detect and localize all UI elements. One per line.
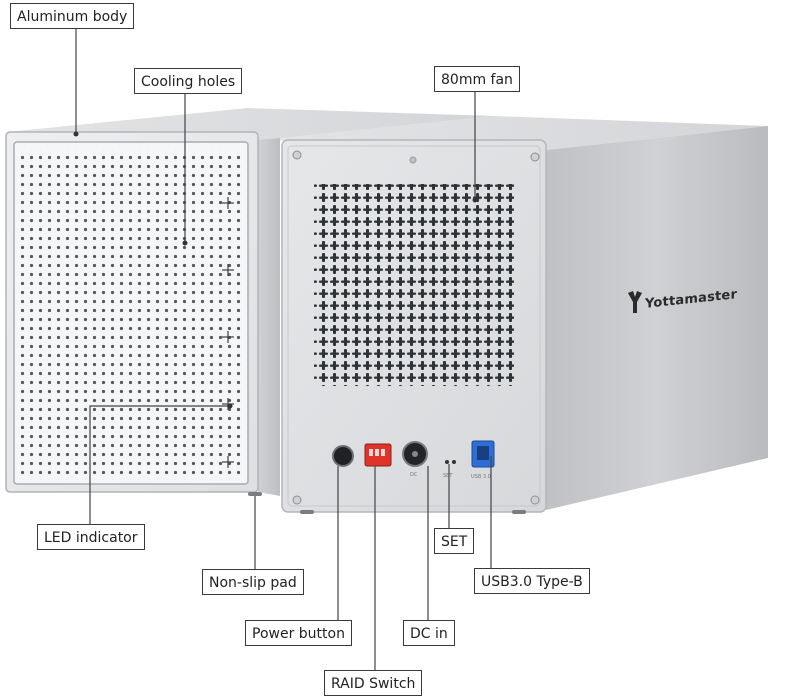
label-non-slip-pad: Non-slip pad — [202, 569, 304, 595]
cooling-holes-grid — [20, 150, 242, 480]
label-raid-switch: RAID Switch — [324, 670, 423, 696]
fan-grille — [314, 184, 514, 386]
label-led-indicator: LED indicator — [37, 524, 145, 550]
port-mark-set: SET — [443, 473, 453, 479]
screw — [292, 495, 302, 505]
foot — [512, 510, 526, 514]
yottamaster-logo-icon — [628, 291, 642, 313]
label-aluminum-body: Aluminum body — [10, 3, 135, 29]
label-usb: USB3.0 Type-B — [474, 568, 590, 594]
screw — [292, 150, 302, 160]
foot — [248, 492, 262, 496]
label-power-button: Power button — [245, 620, 352, 646]
port-mark-dc: DC — [410, 472, 418, 478]
front-enclosure — [5, 108, 494, 496]
port-mark-usb: USB 3.0 — [471, 474, 491, 480]
screw — [530, 495, 540, 505]
enclosure-side — [546, 126, 768, 510]
rear-enclosure: DC SET USB 3.0 — [262, 116, 768, 514]
foot — [300, 510, 314, 514]
callout-leaders — [75, 28, 492, 670]
leader-led — [89, 405, 230, 524]
set-button-port — [445, 460, 449, 464]
label-dc-in: DC in — [403, 620, 455, 646]
power-button-port — [332, 445, 354, 467]
label-cooling-holes: Cooling holes — [134, 68, 243, 94]
enclosure-side — [258, 138, 280, 496]
screw — [530, 152, 540, 162]
label-fan: 80mm fan — [434, 66, 520, 92]
label-set: SET — [434, 528, 475, 554]
